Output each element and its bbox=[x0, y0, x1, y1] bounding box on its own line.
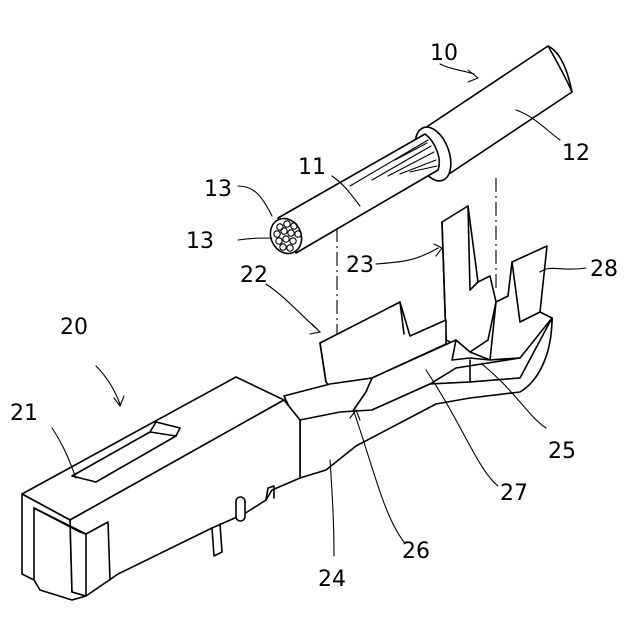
lance-slot bbox=[236, 497, 245, 521]
label-26: 26 bbox=[402, 539, 430, 564]
label-27: 27 bbox=[500, 481, 528, 506]
label-11: 11 bbox=[298, 155, 326, 180]
label-20: 20 bbox=[60, 315, 88, 340]
label-13-top: 13 bbox=[204, 177, 232, 202]
label-25: 25 bbox=[548, 439, 576, 464]
label-12: 12 bbox=[562, 141, 590, 166]
core-conductor bbox=[278, 134, 439, 253]
label-24: 24 bbox=[318, 567, 346, 592]
label-21: 21 bbox=[10, 401, 38, 426]
label-23: 23 bbox=[346, 253, 374, 278]
label-28: 28 bbox=[590, 257, 618, 282]
label-10: 10 bbox=[430, 41, 458, 66]
terminal-fitting bbox=[22, 206, 552, 600]
label-22: 22 bbox=[240, 263, 268, 288]
electric-wire bbox=[265, 46, 572, 259]
label-13-bottom: 13 bbox=[186, 229, 214, 254]
